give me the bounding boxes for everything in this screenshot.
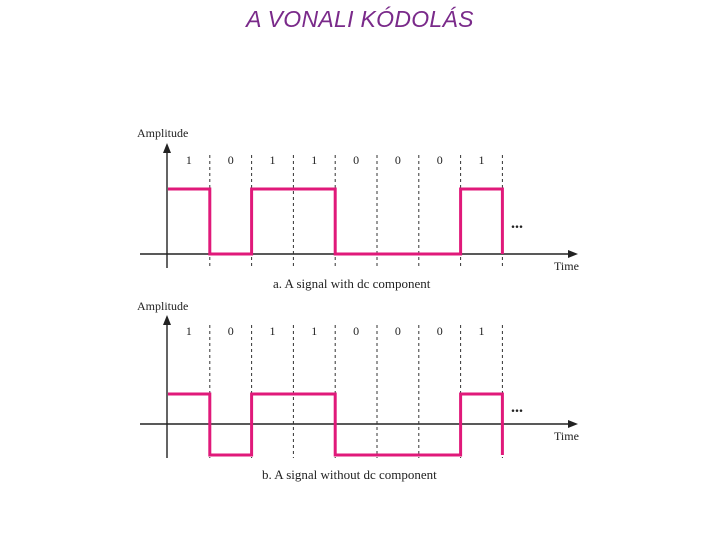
bit-label: 0 (353, 153, 359, 167)
panel-a-y-axis-label: Amplitude (137, 126, 188, 140)
bit-label: 1 (311, 324, 317, 338)
panel-a-signal (168, 187, 504, 256)
panel-b-x-axis-label: Time (554, 429, 579, 443)
bit-label: 0 (228, 153, 234, 167)
bit-label: 0 (437, 324, 443, 338)
bit-label: 0 (353, 324, 359, 338)
panel-a-continuation: ... (511, 215, 523, 232)
bit-label: 0 (437, 153, 443, 167)
bit-label: 1 (186, 324, 192, 338)
panel-b-y-arrowhead (163, 315, 171, 325)
panel-a-x-axis-label: Time (554, 259, 579, 273)
panel-b-signal (168, 392, 504, 457)
panel-a-bit-labels: 1 0 1 1 0 0 0 1 (186, 153, 485, 167)
bit-label: 0 (395, 153, 401, 167)
bit-label: 1 (270, 153, 276, 167)
panel-b-caption: b. A signal without dc component (262, 467, 437, 482)
panel-a-bit-boundaries (209, 155, 503, 268)
panel-a: Amplitude Time 1 0 1 1 0 0 0 1 ... a. A signal … (137, 126, 579, 291)
bit-label: 1 (479, 153, 485, 167)
panel-b-bit-labels: 1 0 1 1 0 0 0 1 (186, 324, 485, 338)
panel-a-y-arrowhead (163, 143, 171, 153)
panel-a-x-arrowhead (568, 250, 578, 258)
panel-b-x-arrowhead (568, 420, 578, 428)
bit-label: 0 (395, 324, 401, 338)
bit-label: 0 (228, 324, 234, 338)
bit-label: 1 (186, 153, 192, 167)
panel-b: Amplitude Time 1 0 1 1 0 0 0 1 ... b. A signal … (137, 299, 579, 482)
panel-b-continuation: ... (511, 399, 523, 416)
bit-label: 1 (270, 324, 276, 338)
panel-b-y-axis-label: Amplitude (137, 299, 188, 313)
panel-a-caption: a. A signal with dc component (273, 276, 431, 291)
bit-label: 1 (479, 324, 485, 338)
panel-b-bit-boundaries (209, 325, 503, 458)
bit-label: 1 (311, 153, 317, 167)
slide-title: A VONALI KÓDOLÁS (246, 6, 474, 32)
